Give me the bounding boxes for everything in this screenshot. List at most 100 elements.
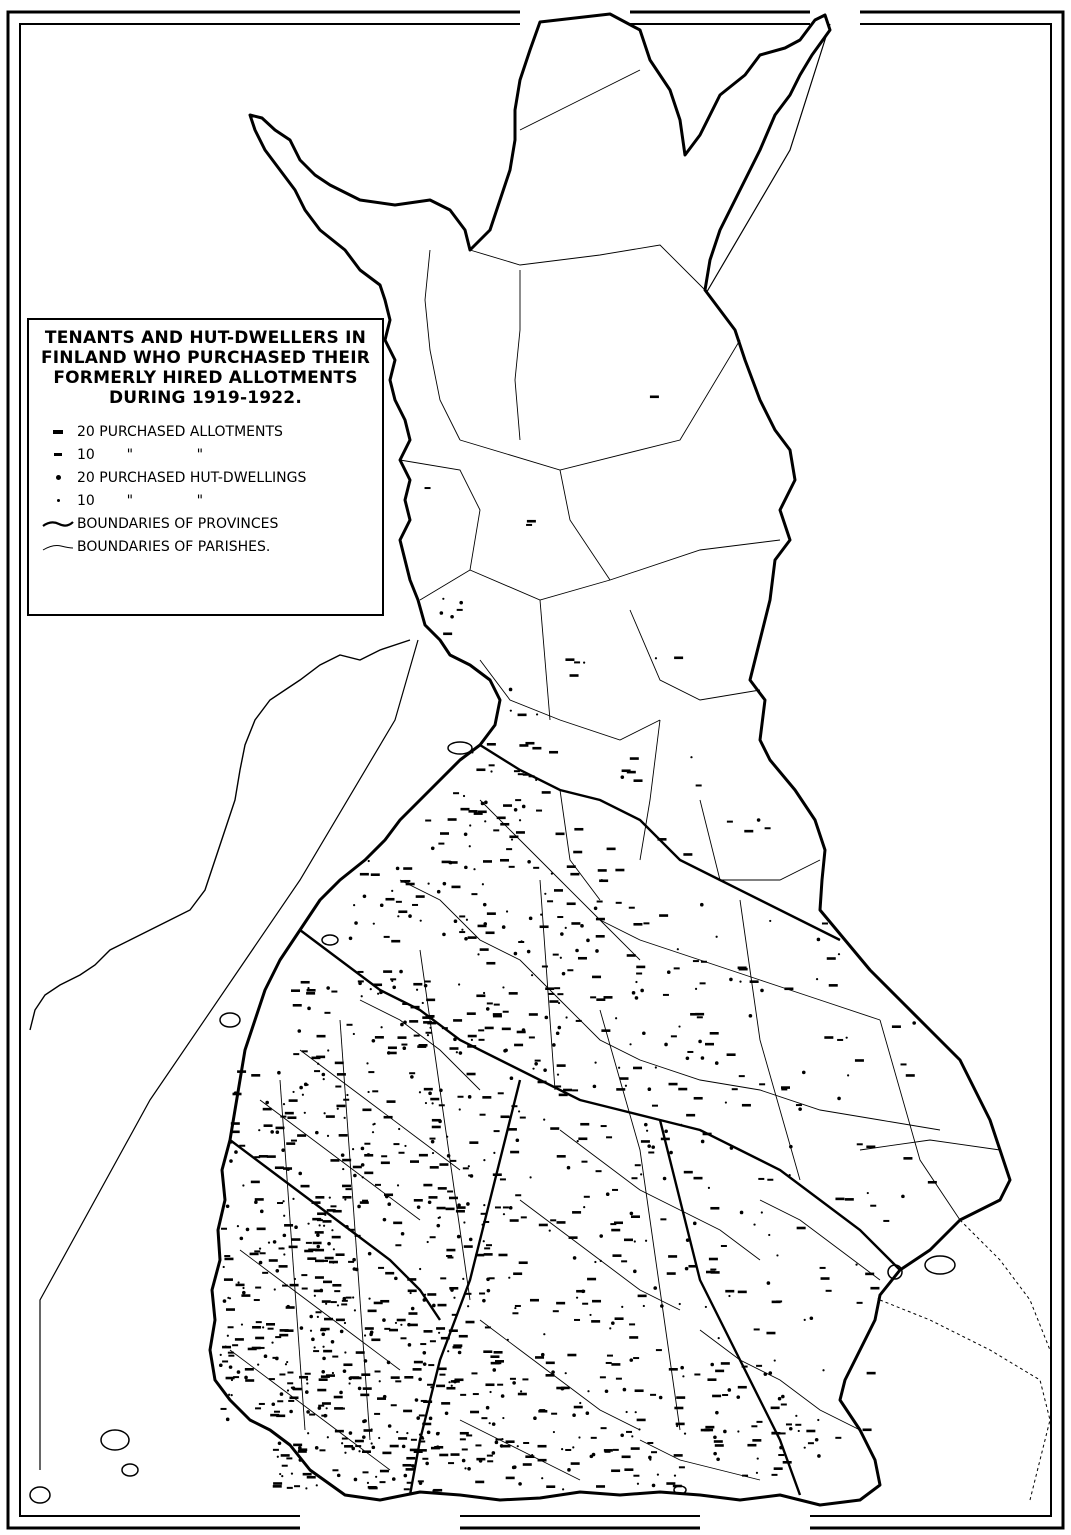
- parish-line-icon: [39, 542, 77, 552]
- hut-dot: [316, 1315, 319, 1319]
- allotment-dash: [592, 1299, 602, 1303]
- allotment-dash: [412, 1368, 422, 1371]
- hut-dot: [877, 1297, 880, 1300]
- allotment-dash: [592, 975, 602, 979]
- allotment-dash: [241, 1294, 251, 1297]
- hut-dot: [465, 918, 469, 921]
- allotment-dash: [556, 1221, 566, 1224]
- allotment-dash: [590, 1436, 597, 1439]
- hut-dot: [386, 1360, 391, 1365]
- hut-dot: [317, 1406, 322, 1410]
- islands: [29, 741, 956, 1504]
- hut-dot: [716, 1457, 720, 1462]
- allotment-dash: [695, 784, 702, 787]
- allotment-dash: [441, 1027, 448, 1030]
- allotment-dash: [705, 1270, 715, 1274]
- hut-dot: [458, 1051, 463, 1055]
- hut-dot: [403, 1473, 408, 1478]
- allotment-dash: [825, 1289, 832, 1292]
- hut-dot: [561, 1448, 564, 1451]
- allotment-dash: [785, 1423, 792, 1426]
- allotment-dash: [267, 1327, 274, 1330]
- allotment-dash: [545, 1361, 555, 1365]
- legend-label: 10: [77, 492, 95, 509]
- hut-dot: [402, 1046, 407, 1050]
- hut-dot: [430, 1386, 433, 1389]
- allotment-dash: [423, 1400, 433, 1404]
- hut-dot: [781, 1394, 785, 1399]
- allotment-dash: [362, 1471, 369, 1474]
- allotment-dash: [508, 992, 518, 995]
- hut-dot: [283, 1214, 286, 1217]
- allotment-dash: [426, 998, 436, 1002]
- hut-dot: [327, 1049, 330, 1052]
- hut-dot: [492, 1368, 497, 1372]
- allotment-dash: [710, 1271, 720, 1274]
- allotment-dash: [446, 1248, 456, 1252]
- hut-dot: [298, 1458, 303, 1462]
- hut-dot: [219, 1353, 222, 1357]
- allotment-dash: [402, 1463, 412, 1467]
- hut-dot: [611, 1321, 615, 1325]
- allotment-dash: [668, 1082, 678, 1086]
- allotment-dash: [459, 915, 466, 918]
- hut-dot: [245, 1227, 250, 1232]
- allotment-dash: [715, 1369, 725, 1373]
- allotment-dash: [515, 831, 525, 834]
- allotment-dash: [662, 993, 669, 996]
- hut-dot: [431, 1151, 435, 1155]
- allotment-dash: [403, 1409, 413, 1413]
- allotment-dash: [630, 1215, 640, 1218]
- hut-dot: [482, 902, 487, 907]
- allotment-dash: [606, 1354, 613, 1357]
- allotment-dash: [334, 1061, 344, 1065]
- allotment-dash: [320, 1375, 330, 1378]
- allotment-dash: [266, 1322, 276, 1326]
- allotment-dash: [626, 954, 636, 957]
- allotment-dash: [385, 1271, 395, 1275]
- allotment-dash: [502, 1010, 509, 1013]
- allotment-dash: [325, 1374, 335, 1377]
- hut-dot: [483, 1204, 486, 1207]
- allotment-dash: [263, 1124, 273, 1127]
- hut-dot: [303, 1082, 308, 1087]
- allotment-dash: [636, 972, 643, 975]
- hut-dot: [486, 1277, 490, 1282]
- allotment-dash: [412, 903, 419, 906]
- allotment-dash: [837, 1038, 844, 1041]
- allotment-dash: [626, 770, 636, 774]
- hut-dot: [642, 1031, 646, 1036]
- allotment-dash: [364, 1327, 374, 1330]
- allotment-dash: [268, 1378, 275, 1381]
- hut-dot: [777, 1396, 782, 1401]
- hut-dot: [399, 969, 403, 974]
- allotment-dash: [631, 1177, 638, 1180]
- hut-dot: [468, 1237, 473, 1242]
- hut-dot: [400, 1323, 403, 1326]
- allotment-dash: [462, 1167, 469, 1170]
- allotment-dash: [428, 1364, 435, 1367]
- allotment-dash: [475, 1444, 482, 1447]
- allotment-dash: [580, 1122, 590, 1126]
- hut-dot: [654, 1066, 657, 1069]
- allotment-dash: [387, 1046, 397, 1050]
- allotment-dash: [475, 1480, 485, 1484]
- hut-dot: [467, 1174, 471, 1177]
- allotment-dash: [258, 1346, 265, 1349]
- legend-label: 20 PURCHASED ALLOTMENTS: [77, 423, 283, 440]
- hut-dot: [633, 1240, 636, 1243]
- allotment-dash: [500, 822, 510, 826]
- allotment-dash: [528, 775, 535, 778]
- allotment-dash: [373, 1301, 383, 1305]
- allotment-dash: [687, 1050, 694, 1053]
- hut-dot: [561, 971, 566, 976]
- allotment-dash: [360, 1393, 370, 1397]
- legend-label: BOUNDARIES OF PROVINCES: [77, 515, 279, 532]
- hut-dot: [340, 1153, 345, 1157]
- allotment-dash: [230, 1122, 240, 1125]
- hut-dot: [315, 1484, 318, 1487]
- allotment-dash: [440, 1336, 450, 1340]
- allotment-dash: [275, 1126, 285, 1130]
- hut-dot: [636, 1482, 640, 1485]
- hut-dot: [477, 953, 480, 956]
